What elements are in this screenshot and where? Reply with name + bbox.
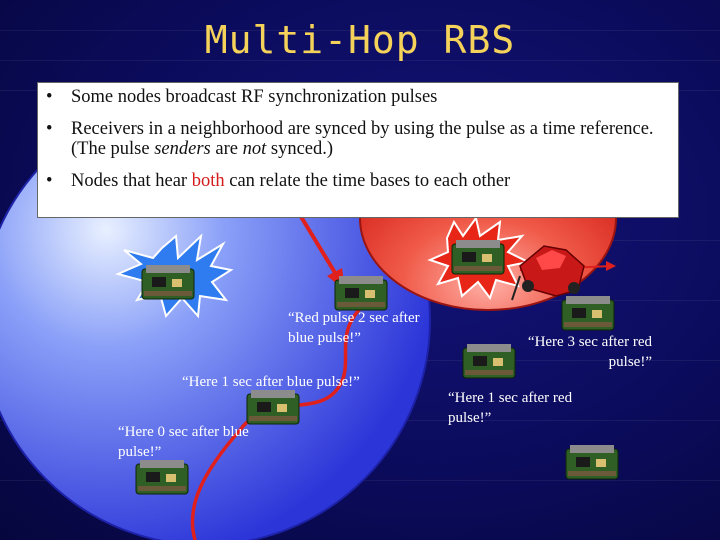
bullet-emphasis: senders	[154, 139, 211, 159]
bullet-item: • Nodes that hear both can relate the ti…	[46, 171, 668, 191]
bullet-highlight: both	[191, 171, 225, 191]
bullet-text: synced.)	[266, 139, 334, 159]
bullet-item: • Some nodes broadcast RF synchronizatio…	[46, 87, 668, 107]
bullet-dot: •	[46, 171, 53, 191]
sensor-node-icon	[565, 445, 619, 480]
sensor-node-icon	[246, 390, 300, 425]
sensor-node-icon	[141, 265, 195, 300]
sensor-node-icon	[462, 344, 516, 379]
caption-here-1-blue: “Here 1 sec after blue pulse!”	[182, 374, 360, 390]
caption-here-0-blue: “Here 0 sec after blue pulse!”	[118, 424, 249, 460]
bullet-text: Some nodes broadcast RF synchronization …	[71, 87, 438, 107]
bullet-text: are	[210, 139, 243, 159]
bullet-text: can relate the time bases to each other	[224, 171, 511, 191]
bullet-dot: •	[46, 87, 53, 107]
bullet-text: Nodes that hear	[71, 171, 192, 191]
sensor-node-icon	[451, 240, 505, 275]
background-stripe	[0, 60, 720, 61]
bullet-dot: •	[46, 119, 53, 139]
slide-title: Multi-Hop RBS	[204, 18, 516, 62]
radio-link-arrowhead	[606, 261, 616, 271]
caption-here-3-red: “Here 3 sec after red pulse!”	[527, 334, 652, 370]
vehicle-icon	[511, 245, 585, 301]
pulse-arrow-line	[298, 213, 339, 278]
sensor-node-icon	[334, 276, 388, 311]
sensor-node-icon	[561, 296, 615, 331]
background-stripe	[0, 30, 720, 31]
bullet-emphasis: not	[242, 139, 267, 159]
caption-red-pulse: “Red pulse 2 sec after blue pulse!”	[288, 310, 420, 346]
bullet-item: • Receivers in a neighborhood are synced…	[46, 119, 668, 159]
bullet-box: • Some nodes broadcast RF synchronizatio…	[37, 82, 679, 218]
bullet-text: Receivers in a neighborhood are synced b…	[71, 119, 654, 159]
sensor-node-icon	[135, 460, 189, 495]
caption-here-1-red: “Here 1 sec after red pulse!”	[448, 390, 573, 426]
